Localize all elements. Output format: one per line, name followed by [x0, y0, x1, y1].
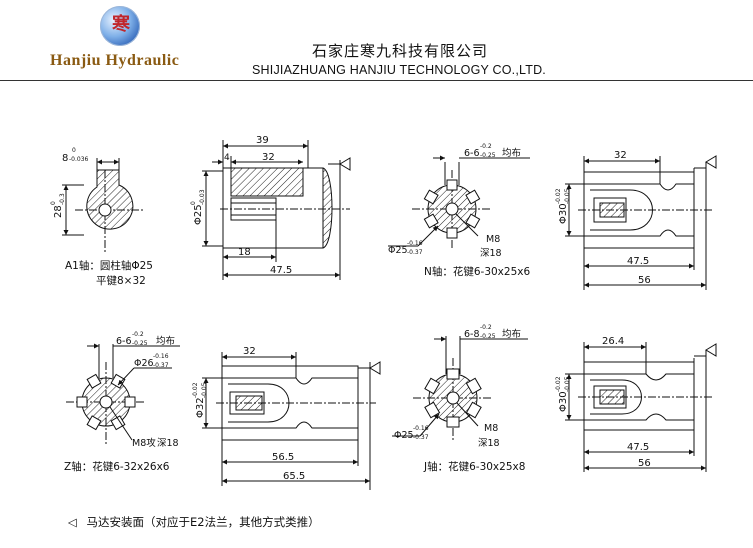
a1-caption: A1轴：圆柱轴Φ25 — [65, 260, 153, 272]
n-od: Φ30 — [558, 203, 569, 224]
j-od: Φ30 — [558, 391, 569, 412]
n-dia-tol-upper: -0.16 — [407, 240, 423, 247]
z-od-tol-upper: -0.02 — [192, 382, 199, 398]
a1-key-height-tol-upper: 0 — [50, 201, 57, 205]
z-caption: Z轴：花键6-32x26x6 — [64, 461, 170, 473]
j-spline-tol-upper: -0.2 — [480, 324, 492, 331]
a1-len-out: 47.5 — [270, 265, 292, 276]
footer-note: ◁ 马达安装面（对应于E2法兰，其他方式类推） — [68, 514, 320, 530]
n-len-mid: 47.5 — [627, 256, 649, 267]
z-spline-tol-upper: -0.2 — [132, 331, 144, 338]
a1-mount-face-symbol-icon — [339, 157, 351, 171]
z-len-total: 65.5 — [283, 471, 305, 482]
n-dia: Φ25 — [388, 245, 408, 256]
j-mount-face-symbol-icon — [705, 343, 717, 357]
z-od: Φ32 — [195, 397, 206, 418]
j-od-tol-upper: -0.02 — [555, 376, 562, 392]
j-thread: M8 — [484, 423, 498, 434]
n-thread: M8 — [486, 234, 500, 245]
j-od-tol-lower: -0.05 — [564, 376, 571, 392]
j-spline-spec: 6-8 — [464, 329, 480, 340]
n-mount-face-symbol-icon — [705, 155, 717, 169]
a1-key-width-tol-upper: 0 — [72, 147, 76, 154]
z-dia: Φ26 — [134, 358, 154, 369]
a1-caption-key: 平键8×32 — [96, 275, 146, 287]
n-len-total: 56 — [638, 275, 651, 286]
a1-key-width-dim: 8 — [62, 153, 68, 164]
n-spline-tol-upper: -0.2 — [480, 143, 492, 150]
logo-mark: 寒 — [112, 14, 130, 35]
header-divider — [0, 80, 753, 81]
z-spline-spec: 6-6 — [116, 336, 132, 347]
j-section-view — [392, 336, 528, 440]
z-od-tol-lower: -0.05 — [201, 382, 208, 398]
j-side-view — [565, 342, 712, 472]
a1-len-total: 39 — [256, 135, 269, 146]
z-depth: 深18 — [157, 438, 179, 449]
z-spline-note: 均布 — [156, 335, 175, 347]
company-name-cn: 石家庄寒九科技有限公司 — [311, 42, 488, 60]
brand-name: Hanjiu Hydraulic — [50, 52, 180, 69]
z-section-view — [66, 343, 180, 444]
z-side-view — [202, 352, 376, 490]
n-spline-note: 均布 — [502, 147, 521, 159]
a1-key-height-tol-lower: -0.3 — [59, 193, 66, 205]
n-section-view — [388, 155, 530, 250]
n-spline-tol-lower: -0.25 — [480, 152, 496, 159]
j-spline-tol-lower: -0.25 — [480, 333, 496, 340]
j-len-spline: 26.4 — [602, 336, 624, 347]
n-od-tol-upper: -0.02 — [555, 188, 562, 204]
z-dia-tol-lower: -0.37 — [153, 362, 169, 369]
n-caption: N轴：花键6-30x25x6 — [424, 266, 531, 278]
a1-section-view — [62, 158, 145, 252]
j-len-total: 56 — [638, 458, 651, 469]
globe-logo-icon — [100, 6, 140, 46]
j-dia: Φ25 — [394, 430, 414, 441]
a1-len-offset: 4 — [224, 153, 230, 163]
a1-key-height-dim: 28 — [53, 205, 64, 218]
z-dia-tol-upper: -0.16 — [153, 353, 169, 360]
j-dia-tol-upper: -0.16 — [413, 425, 429, 432]
a1-dia-tol-upper: 0 — [190, 201, 197, 205]
z-mount-face-symbol-icon — [369, 361, 381, 375]
company-name-en: SHIJIAZHUANG HANJIU TECHNOLOGY CO.,LTD. — [252, 63, 546, 77]
n-depth: 深18 — [480, 248, 502, 259]
n-dia-tol-lower: -0.37 — [407, 249, 423, 256]
j-spline-note: 均布 — [502, 328, 521, 340]
a1-len-thread: 18 — [238, 247, 251, 258]
a1-key-width-tol-lower: -0.036 — [69, 156, 89, 163]
j-depth: 深18 — [478, 438, 500, 449]
j-dia-tol-lower: -0.37 — [413, 434, 429, 441]
n-spline-spec: 6-6 — [464, 148, 480, 159]
n-od-tol-lower: -0.05 — [564, 188, 571, 204]
n-side-view — [565, 156, 712, 290]
a1-len-key: 32 — [262, 152, 275, 163]
z-spline-tol-lower: -0.25 — [132, 340, 148, 347]
z-len-spline: 32 — [243, 346, 256, 357]
z-thread: M8攻 — [132, 437, 156, 449]
mount-face-symbol-icon: ◁ — [68, 515, 77, 529]
footer-note-text: 马达安装面（对应于E2法兰，其他方式类推） — [86, 515, 320, 529]
a1-side-view — [202, 140, 350, 280]
n-len-spline: 32 — [614, 150, 627, 161]
header: 寒 Hanjiu Hydraulic 石家庄寒九科技有限公司 SHIJIAZHU… — [0, 0, 753, 80]
z-len-mid: 56.5 — [272, 452, 294, 463]
j-len-mid: 47.5 — [627, 442, 649, 453]
j-caption: J轴：花键6-30x25x8 — [424, 461, 526, 473]
a1-dia-tol-lower: -0.03 — [199, 189, 206, 205]
a1-dia: Φ25 — [193, 204, 204, 225]
